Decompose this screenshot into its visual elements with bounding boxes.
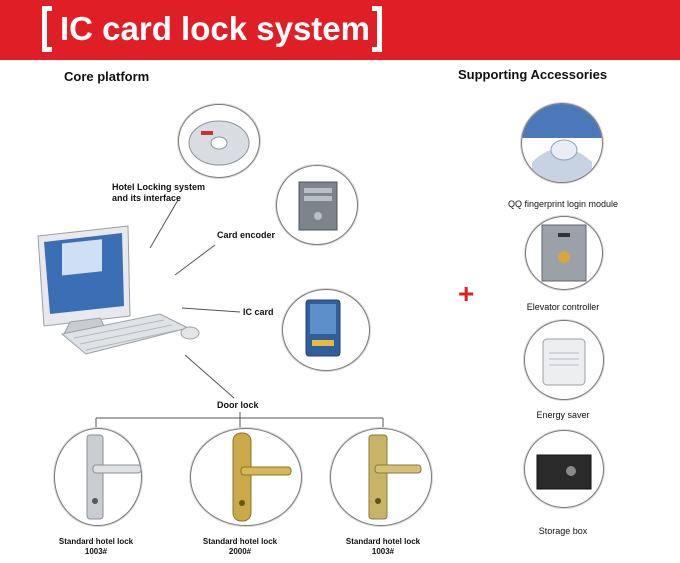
storage-box-image <box>524 430 604 508</box>
accessory-label-3: Energy saver <box>536 410 590 420</box>
accessory-label-2: Elevator controller <box>526 302 600 312</box>
title-bracket-frame: IC card lock system <box>42 6 382 52</box>
lock-image-1 <box>54 428 142 526</box>
card-encoder-label: Card encoder <box>217 230 276 240</box>
lock-model-3: 1003# <box>371 547 395 556</box>
ic-card-label: IC card <box>243 307 274 317</box>
computer-illustration <box>37 225 200 355</box>
screen-window <box>62 239 102 276</box>
right-bracket <box>372 6 382 52</box>
lock-name-3: Standard hotel lock <box>345 537 421 546</box>
ic-card-image <box>282 289 370 371</box>
connector-ic-card <box>181 307 241 313</box>
mouse <box>180 326 200 340</box>
lock-model-2: 2000# <box>228 547 252 556</box>
lock-image-3 <box>330 428 432 526</box>
title-banner: IC card lock system <box>0 0 680 60</box>
core-platform-title: Core platform <box>64 69 150 84</box>
lock-name-2: Standard hotel lock <box>202 537 278 546</box>
lock-image-2 <box>190 428 302 526</box>
software-label-line2: and its interface <box>112 193 182 203</box>
energy-saver-image <box>524 320 604 400</box>
lock-name-1: Standard hotel lock <box>58 537 134 546</box>
accessories-title: Supporting Accessories <box>458 67 608 82</box>
fingerprint-module-image <box>521 103 603 183</box>
connector-door-lock <box>184 354 235 399</box>
elevator-controller-image <box>525 216 603 290</box>
software-label-line1: Hotel Locking system <box>112 182 206 192</box>
door-lock-label: Door lock <box>217 400 259 410</box>
card-encoder-image <box>276 165 358 245</box>
page-title: IC card lock system <box>60 10 370 47</box>
lock-model-1: 1003# <box>84 547 108 556</box>
connector-software <box>149 199 179 249</box>
plus-icon: + <box>458 278 475 309</box>
software-cd-image <box>178 104 260 178</box>
accessory-label-4: Storage box <box>538 526 588 536</box>
connector-encoder <box>174 244 216 276</box>
accessory-label-1: QQ fingerprint login module <box>507 199 619 209</box>
left-bracket <box>42 6 52 52</box>
